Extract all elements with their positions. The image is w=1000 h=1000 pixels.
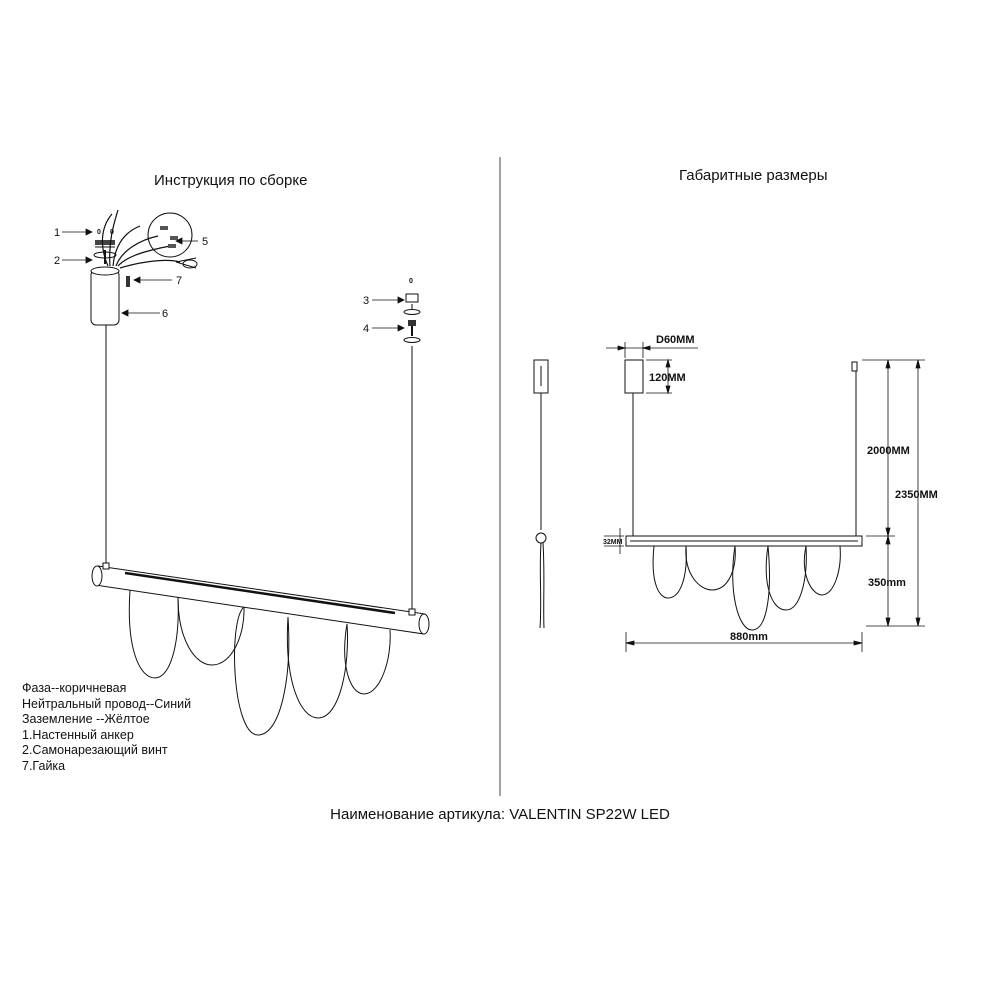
callout-3: 3	[363, 295, 369, 307]
nut-part	[126, 276, 130, 287]
glass-shades	[128, 589, 391, 736]
legend-nut: 7.Гайка	[22, 758, 66, 773]
canopy-part	[90, 266, 120, 326]
pliers-tool	[175, 257, 198, 269]
article-name: Наименование артикула: VALENTIN SP22W LE…	[330, 806, 670, 823]
overall-dimensions-title: Габаритные размеры	[679, 167, 828, 184]
legend-wall-anchor: 1.Настенный анкер	[22, 727, 134, 742]
dim-canopy-diameter: D60MM	[656, 334, 695, 346]
legend-screw: 2.Самонарезающий винт	[22, 743, 168, 757]
legend-ground: Заземление --Жёлтое	[22, 712, 150, 726]
dim-bar-height: 32MM	[603, 539, 623, 546]
assembly-drawing	[90, 209, 430, 736]
assembly-callouts	[62, 228, 405, 332]
mark-zero-a: 0	[97, 229, 101, 236]
right-mount-hardware	[403, 293, 421, 343]
callout-4: 4	[363, 323, 369, 335]
legend-phase: Фаза--коричневая	[22, 681, 127, 695]
dim-total-height: 2350MM	[895, 489, 938, 501]
wall-anchor-part	[95, 240, 115, 248]
dim-bar-length: 880mm	[730, 631, 768, 643]
light-bar	[91, 562, 430, 635]
power-wires	[101, 209, 181, 269]
dim-cable-length: 2000MM	[867, 445, 910, 457]
callout-6: 6	[162, 308, 168, 320]
dim-shade-height: 350mm	[868, 577, 906, 589]
callout-7: 7	[176, 275, 182, 287]
front-view	[624, 359, 863, 631]
assembly-instructions-title: Инструкция по сборке	[154, 172, 308, 189]
mark-zero-c: 0	[409, 278, 413, 285]
dimension-lines	[604, 342, 925, 652]
callout-2: 2	[54, 255, 60, 267]
wiring-legend: Фаза--коричневая Нейтральный провод--Син…	[22, 681, 191, 774]
wire-connectors-detail	[147, 212, 193, 258]
callout-1: 1	[54, 227, 60, 239]
mark-zero-b: 0	[110, 229, 114, 236]
side-view	[533, 359, 549, 629]
dim-canopy-height: 120MM	[649, 372, 686, 384]
legend-neutral: Нейтральный провод--Синий	[22, 696, 192, 711]
callout-5: 5	[202, 236, 208, 248]
